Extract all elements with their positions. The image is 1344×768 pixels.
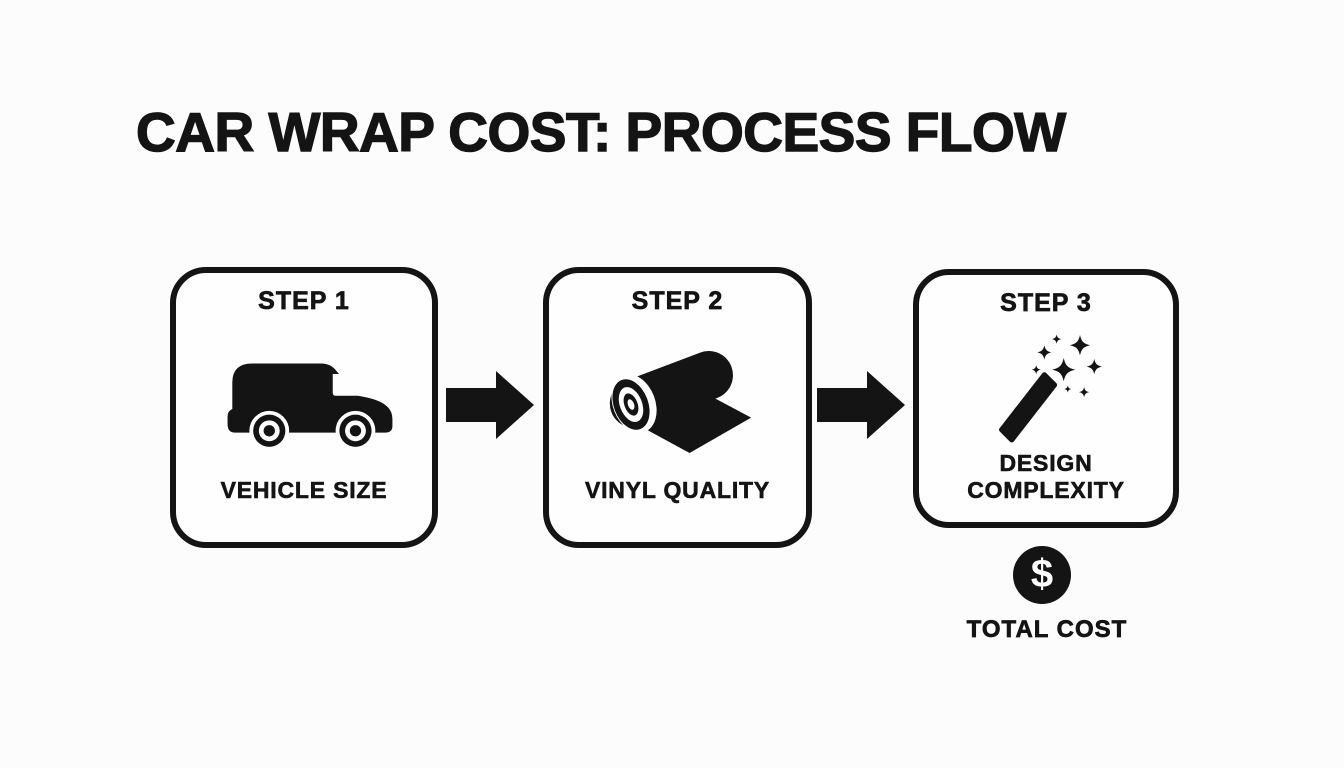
step-3-box: STEP 3 DESIGN COMPLEXITY (913, 269, 1179, 528)
step-2-caption: VINYL QUALITY (584, 476, 771, 504)
right-arrow-icon (446, 371, 534, 439)
step-2-box: STEP 2 VINYL QUALITY (543, 267, 812, 548)
right-arrow-icon (817, 371, 905, 439)
total-cost-label: TOTAL COST (966, 616, 1128, 644)
step-2-label: STEP 2 (631, 287, 724, 316)
step-3-caption: DESIGN COMPLEXITY (967, 449, 1125, 503)
dollar-symbol: $ (1030, 551, 1054, 596)
van-icon (227, 363, 393, 451)
vinyl-roll-icon (609, 351, 752, 453)
dollar-icon: $ (1013, 546, 1071, 604)
step-1-label: STEP 1 (258, 287, 350, 316)
step-1-caption: VEHICLE SIZE (220, 476, 388, 504)
step-3-label: STEP 3 (1000, 289, 1092, 318)
page-title: CAR WRAP COST: PROCESS FLOW (135, 100, 1067, 163)
magic-wand-icon (999, 334, 1102, 443)
step-1-box: STEP 1 VEHICLE SIZE (170, 267, 438, 548)
